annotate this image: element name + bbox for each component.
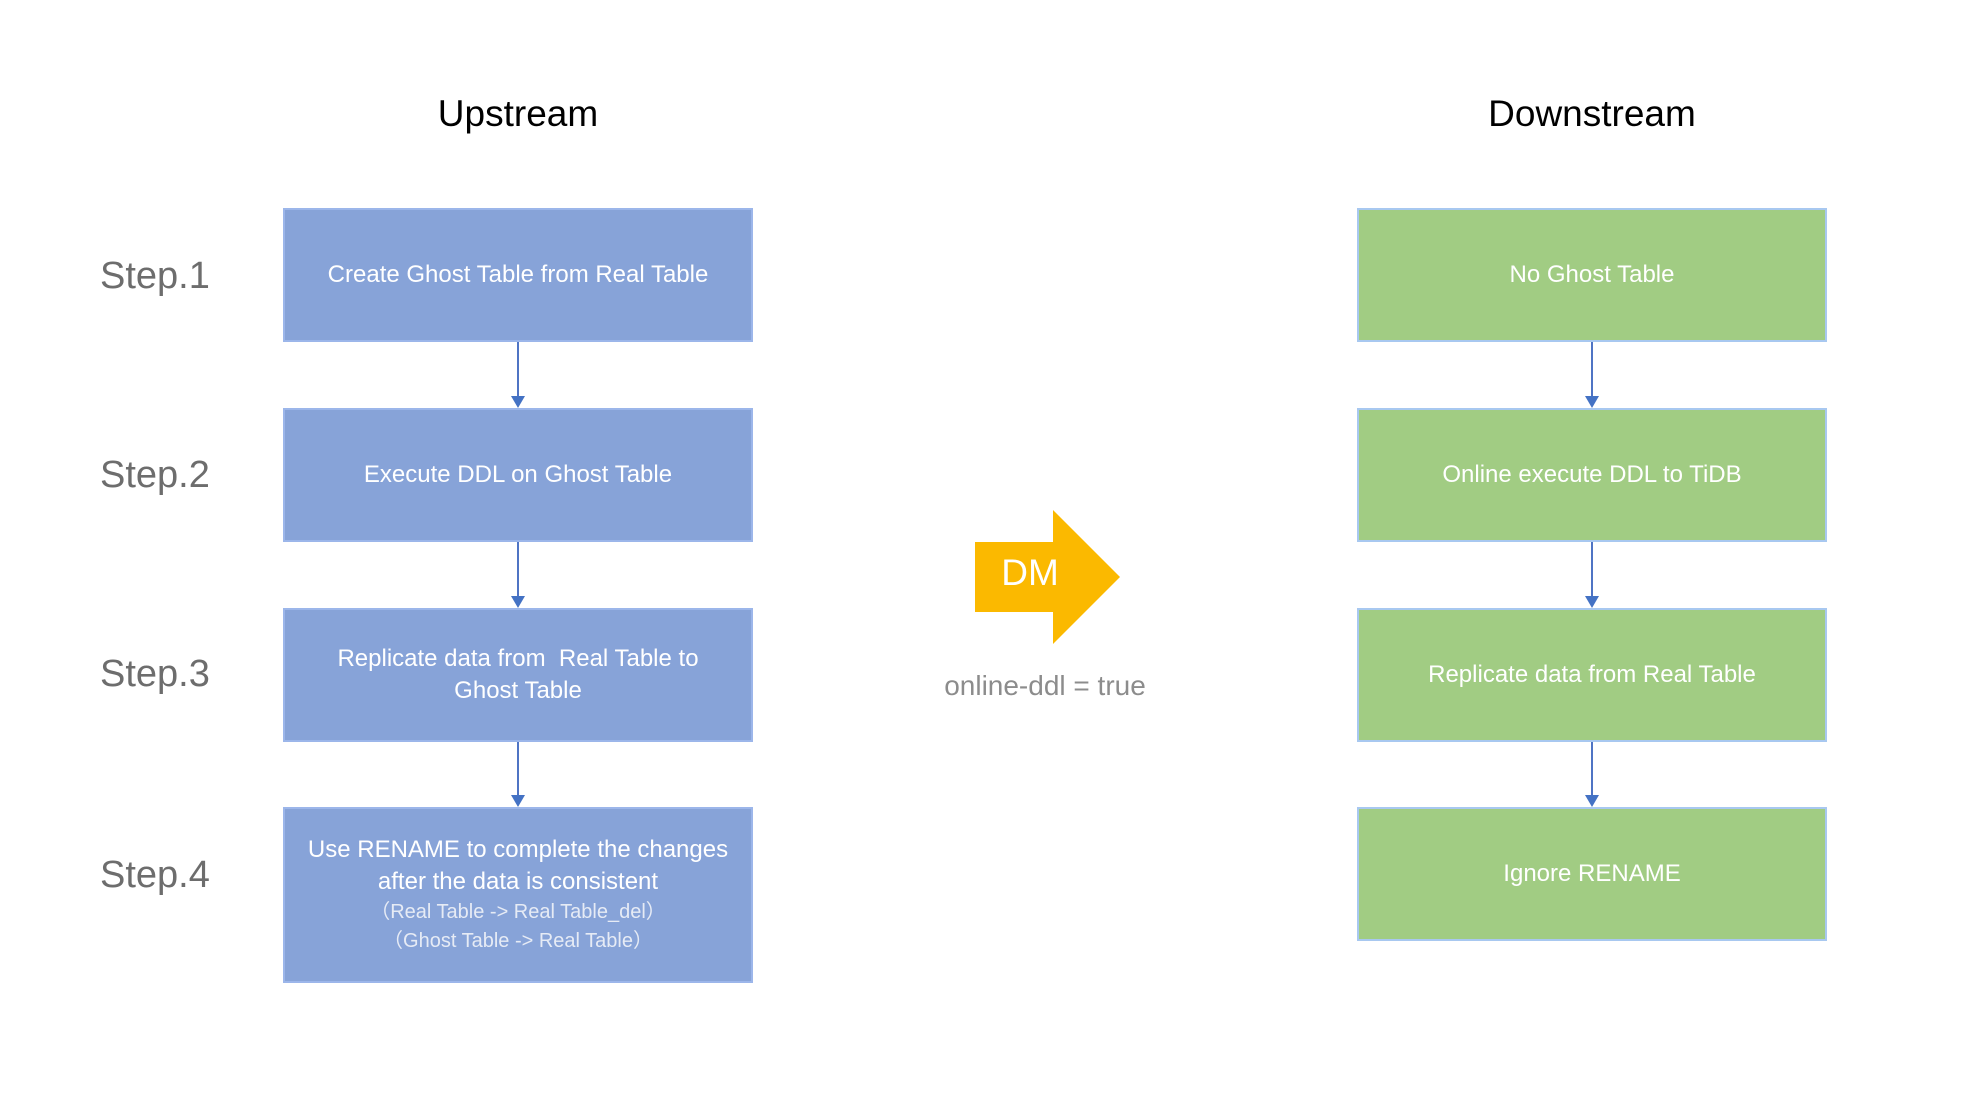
upstream-heading: Upstream — [437, 93, 599, 134]
upstream-step-4-box: Use RENAME to complete the changes after… — [283, 807, 753, 983]
upstream-arrowhead-1-2 — [511, 396, 525, 408]
downstream-step-3-text: Replicate data from Real Table — [1428, 661, 1756, 688]
downstream-step-2-text: Online execute DDL to TiDB — [1442, 461, 1742, 488]
upstream-connector-2-3 — [517, 542, 519, 596]
step-label-1: Step.1 — [100, 255, 210, 297]
step-label-2: Step.2 — [100, 454, 210, 496]
downstream-connector-3-4 — [1591, 742, 1593, 795]
downstream-arrowhead-1-2 — [1585, 396, 1599, 408]
upstream-step-4-text-line-2: after the data is consistent — [377, 868, 659, 895]
upstream-connector-1-2 — [517, 342, 519, 396]
dm-arrow-shape — [975, 510, 1120, 644]
upstream-step-4-rename-1: （Real Table -> Real Table_del） — [370, 901, 666, 923]
downstream-step-1-text: No Ghost Table — [1509, 261, 1675, 288]
downstream-step-1-box: No Ghost Table — [1357, 208, 1827, 342]
downstream-connector-1-2 — [1591, 342, 1593, 396]
upstream-step-3-text-line-2: Ghost Table — [454, 677, 582, 704]
upstream-step-3-text-line-1: Replicate data from Real Table to — [337, 645, 699, 672]
downstream-connector-2-3 — [1591, 542, 1593, 596]
downstream-step-3-box: Replicate data from Real Table — [1357, 608, 1827, 742]
downstream-arrowhead-2-3 — [1585, 596, 1599, 608]
downstream-step-2-box: Online execute DDL to TiDB — [1357, 408, 1827, 542]
upstream-step-1-box: Create Ghost Table from Real Table — [283, 208, 753, 342]
downstream-step-4-text: Ignore RENAME — [1503, 860, 1681, 887]
downstream-step-4-box: Ignore RENAME — [1357, 807, 1827, 941]
step-label-4: Step.4 — [100, 854, 210, 896]
upstream-step-2-box: Execute DDL on Ghost Table — [283, 408, 753, 542]
upstream-step-2-text: Execute DDL on Ghost Table — [363, 461, 673, 488]
upstream-connector-3-4 — [517, 742, 519, 795]
upstream-step-1-text: Create Ghost Table from Real Table — [327, 261, 709, 288]
step-label-3: Step.3 — [100, 653, 210, 695]
upstream-arrowhead-2-3 — [511, 596, 525, 608]
upstream-arrowhead-3-4 — [511, 795, 525, 807]
upstream-step-3-box: Replicate data from Real Table to Ghost … — [283, 608, 753, 742]
dm-caption: online-ddl = true — [944, 670, 1146, 701]
dm-label: DM — [1001, 552, 1059, 593]
upstream-step-4-rename-2: （Ghost Table -> Real Table） — [383, 930, 653, 952]
upstream-step-4-text-line-1: Use RENAME to complete the changes — [307, 836, 729, 863]
downstream-arrowhead-3-4 — [1585, 795, 1599, 807]
downstream-heading: Downstream — [1488, 93, 1696, 134]
dm-arrow: DM — [975, 510, 1120, 644]
